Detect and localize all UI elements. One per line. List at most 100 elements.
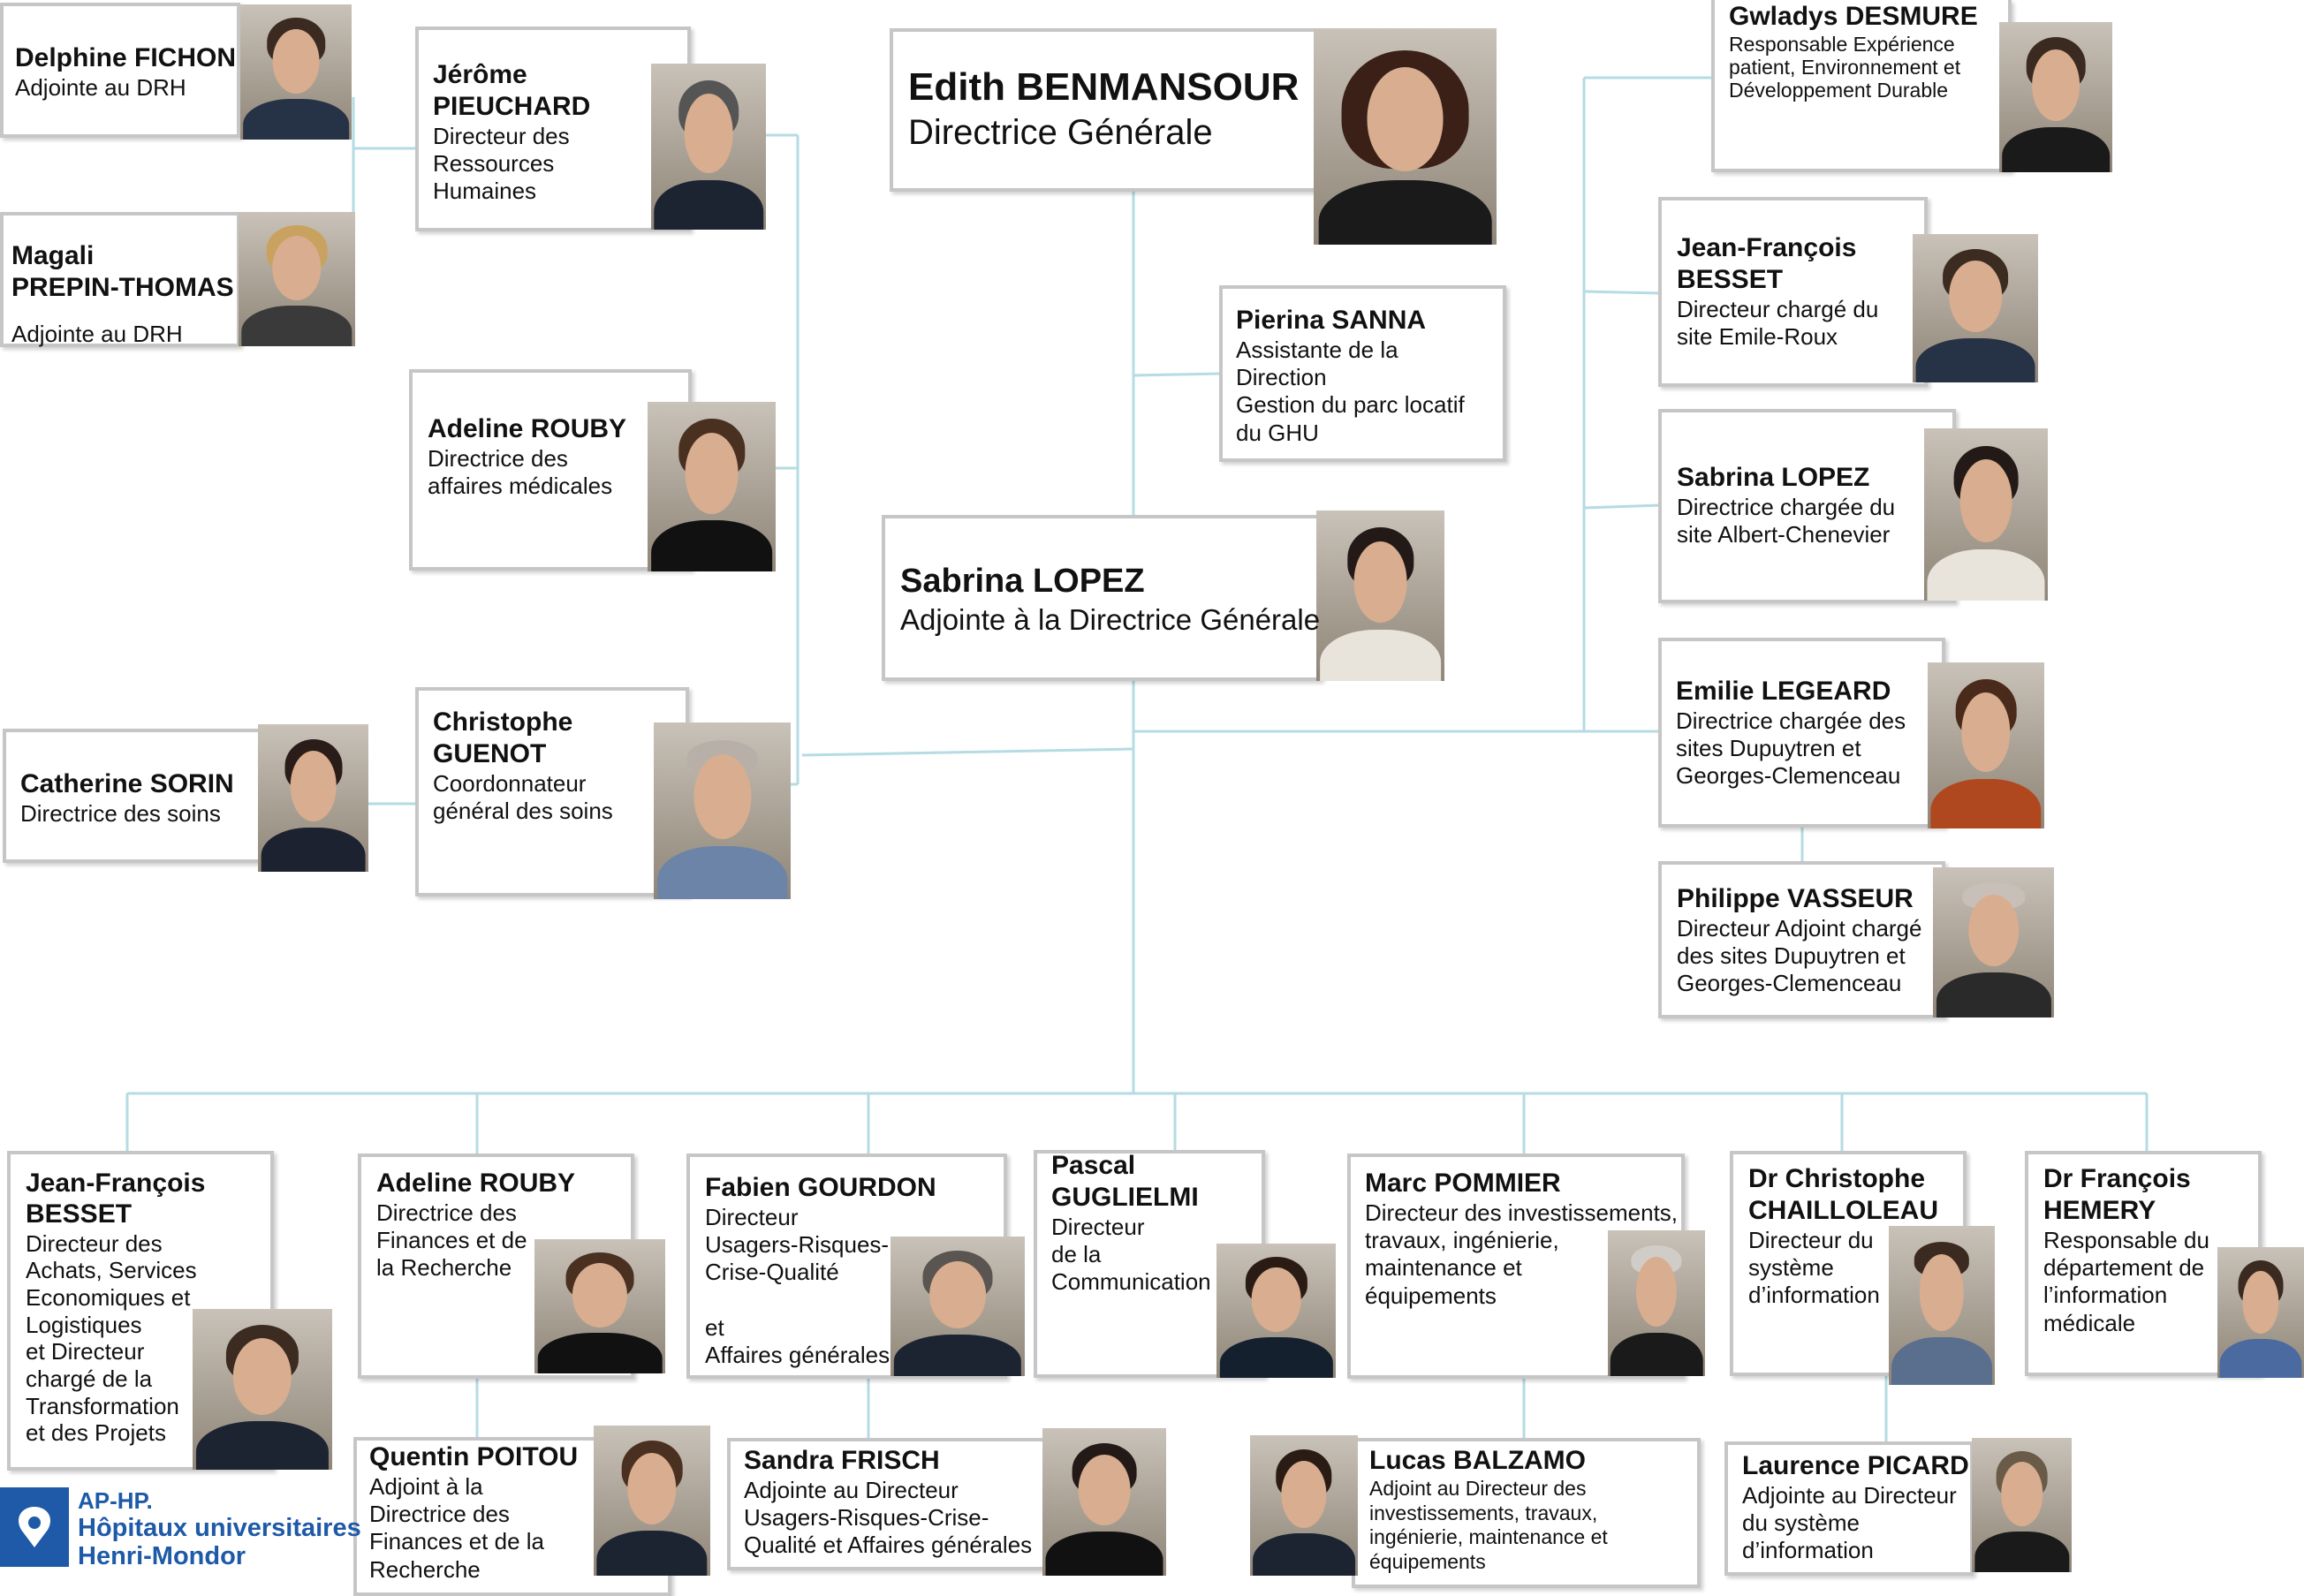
card-edith-benmansour: Edith BENMANSOUR Directrice Générale <box>908 64 1299 154</box>
photo-sandra-frisch <box>1042 1428 1166 1576</box>
card-jf-besset-bottom: Jean-François BESSET Directeur des Achat… <box>26 1168 205 1447</box>
card-gwladys-desmure: Gwladys DESMURE Responsable Expérience p… <box>1729 2 1978 102</box>
role-laurence-picard: Adjointe au Directeur du système d’infor… <box>1742 1482 1957 1564</box>
card-philippe-vasseur: Philippe VASSEUR Directeur Adjoint charg… <box>1677 883 1921 998</box>
photo-christophe-chailloleau <box>1889 1226 1995 1385</box>
name-sandra-frisch: Sandra FRISCH <box>744 1446 940 1475</box>
photo-philippe-vasseur <box>1933 867 2054 1017</box>
name-adeline-rouby-top: Adeline ROUBY <box>428 414 627 443</box>
photo-fabien-gourdon <box>891 1237 1025 1376</box>
photo-adeline-rouby-top <box>648 402 776 571</box>
card-adeline-rouby-bottom: Adeline ROUBY Directrice des Finances et… <box>376 1168 575 1282</box>
name-jf-besset-top: Jean-François BESSET <box>1677 233 1857 294</box>
photo-quentin-poitou <box>594 1426 710 1576</box>
aphp-logo-icon <box>0 1487 69 1567</box>
card-christophe-chailloleau: Dr Christophe CHAILLOLEAU Directeur du s… <box>1748 1163 1938 1310</box>
card-sandra-frisch: Sandra FRISCH Adjointe au Directeur Usag… <box>744 1445 1032 1560</box>
card-catherine-sorin: Catherine SORIN Directrice des soins <box>20 768 234 828</box>
card-sabrina-lopez-center: Sabrina LOPEZ Adjointe à la Directrice G… <box>900 562 1320 637</box>
role-jf-besset-top: Directeur chargé du site Emile-Roux <box>1677 296 1879 351</box>
box-pierina-sanna <box>1219 285 1506 462</box>
role-sabrina-lopez-center: Adjointe à la Directrice Générale <box>900 602 1321 636</box>
photo-gwladys-desmure <box>1999 22 2112 172</box>
name-gwladys-desmure: Gwladys DESMURE <box>1729 2 1978 31</box>
card-marc-pommier: Marc POMMIER Directeur des investissemen… <box>1365 1168 1678 1310</box>
logo-line-1: AP-HP. <box>78 1487 153 1514</box>
role-sandra-frisch: Adjointe au Directeur Usagers-Risques-Cr… <box>744 1477 1033 1559</box>
role-pierina-sanna: Assistante de la Direction Gestion du pa… <box>1236 337 1465 446</box>
card-christophe-guenot: Christophe GUENOT Coordonnateur général … <box>433 707 613 825</box>
box-emilie-legeard <box>1658 638 1945 828</box>
name-christophe-chailloleau: Dr Christophe CHAILLOLEAU <box>1748 1164 1938 1225</box>
name-catherine-sorin: Catherine SORIN <box>20 769 234 798</box>
box-christophe-guenot <box>415 687 689 896</box>
card-quentin-poitou: Quentin POITOU Adjoint à la Directrice d… <box>369 1441 578 1584</box>
card-fabien-gourdon: Fabien GOURDON Directeur Usagers-Risques… <box>705 1172 936 1369</box>
name-pascal-guglielmi: Pascal GUGLIELMI <box>1051 1151 1199 1212</box>
photo-laurence-picard <box>1972 1438 2072 1572</box>
card-pascal-guglielmi: Pascal GUGLIELMI Directeur de la Communi… <box>1051 1150 1211 1297</box>
card-emilie-legeard: Emilie LEGEARD Directrice chargée des si… <box>1676 676 1906 790</box>
photo-sabrina-lopez-right <box>1924 428 2048 601</box>
name-adeline-rouby-bottom: Adeline ROUBY <box>376 1169 576 1198</box>
role-edith-benmansour: Directrice Générale <box>908 112 1213 152</box>
name-delphine-fichon: Delphine FICHON <box>15 43 237 72</box>
box-magali-prepin <box>0 212 240 347</box>
box-lucas-balzamo <box>1352 1438 1701 1588</box>
role-jerome-pieuchard: Directeur des Ressources Humaines <box>433 123 570 205</box>
role-adeline-rouby-bottom: Directrice des Finances et de la Recherc… <box>376 1199 527 1282</box>
photo-adeline-rouby-bottom <box>534 1239 665 1373</box>
role-gwladys-desmure: Responsable Expérience patient, Environn… <box>1729 32 1961 102</box>
role-francois-hemery: Responsable du département de l’informat… <box>2043 1227 2209 1336</box>
role-pascal-guglielmi: Directeur de la Communication <box>1051 1214 1211 1296</box>
name-sabrina-lopez-right: Sabrina LOPEZ <box>1677 463 1870 492</box>
photo-sabrina-lopez-center <box>1316 511 1444 681</box>
box-sandra-frisch <box>727 1438 1056 1570</box>
role-quentin-poitou: Adjoint à la Directrice des Finances et … <box>369 1473 545 1583</box>
name-quentin-poitou: Quentin POITOU <box>369 1442 579 1471</box>
name-sabrina-lopez-center: Sabrina LOPEZ <box>900 563 1145 600</box>
role-delphine-fichon: Adjointe au DRH <box>15 74 186 101</box>
name-pierina-sanna: Pierina SANNA <box>1236 306 1427 335</box>
role-emilie-legeard: Directrice chargée des sites Dupuytren e… <box>1676 707 1906 790</box>
name-laurence-picard: Laurence PICARD <box>1742 1451 1969 1480</box>
photo-jf-besset-top <box>1913 234 2038 382</box>
name-christophe-guenot: Christophe GUENOT <box>433 707 573 768</box>
card-sabrina-lopez-right: Sabrina LOPEZ Directrice chargée du site… <box>1677 462 1895 548</box>
role-jf-besset-bottom: Directeur des Achats, Services Economiqu… <box>26 1229 197 1447</box>
name-philippe-vasseur: Philippe VASSEUR <box>1677 884 1914 913</box>
role-adeline-rouby-top: Directrice des affaires médicales <box>428 445 613 500</box>
role-fabien-gourdon: Directeur Usagers-Risques- Crise-Qualité… <box>705 1204 891 1368</box>
role-sabrina-lopez-right: Directrice chargée du site Albert-Chenev… <box>1677 494 1896 548</box>
photo-jf-besset-bottom <box>193 1309 332 1470</box>
box-sabrina-lopez-right <box>1658 409 1956 603</box>
photo-delphine-fichon <box>240 4 352 140</box>
card-lucas-balzamo: Lucas BALZAMO Adjoint au Directeur des i… <box>1369 1445 1608 1574</box>
box-delphine-fichon <box>0 3 240 138</box>
box-sabrina-lopez-center <box>882 515 1322 681</box>
card-laurence-picard: Laurence PICARD Adjointe au Directeur du… <box>1742 1450 1969 1565</box>
name-francois-hemery: Dr François HEMERY <box>2043 1164 2191 1225</box>
role-christophe-chailloleau: Directeur du système d’information <box>1748 1227 1880 1309</box>
box-catherine-sorin <box>3 729 268 863</box>
role-catherine-sorin: Directrice des soins <box>20 800 221 827</box>
photo-francois-hemery <box>2217 1247 2304 1378</box>
role-christophe-guenot: Coordonnateur général des soins <box>433 770 613 825</box>
photo-pascal-guglielmi <box>1216 1244 1336 1378</box>
name-edith-benmansour: Edith BENMANSOUR <box>908 65 1300 109</box>
card-delphine-fichon: Delphine FICHON Adjointe au DRH <box>15 42 236 102</box>
box-jerome-pieuchard <box>415 26 691 231</box>
box-edith-benmansour <box>890 28 1367 192</box>
name-jf-besset-bottom: Jean-François BESSET <box>26 1169 206 1229</box>
name-magali-prepin: Magali PREPIN-THOMAS <box>11 241 234 303</box>
name-emilie-legeard: Emilie LEGEARD <box>1676 677 1891 706</box>
photo-magali-prepin <box>239 212 355 346</box>
role-philippe-vasseur: Directeur Adjoint chargé des sites Dupuy… <box>1677 915 1922 997</box>
role-marc-pommier: Directeur des investissements, travaux, … <box>1365 1199 1679 1309</box>
role-magali-prepin: Adjointe au DRH <box>11 321 183 348</box>
name-marc-pommier: Marc POMMIER <box>1365 1169 1561 1198</box>
photo-christophe-guenot <box>654 722 791 899</box>
photo-jerome-pieuchard <box>651 64 766 230</box>
card-pierina-sanna: Pierina SANNA Assistante de la Direction… <box>1236 305 1465 447</box>
